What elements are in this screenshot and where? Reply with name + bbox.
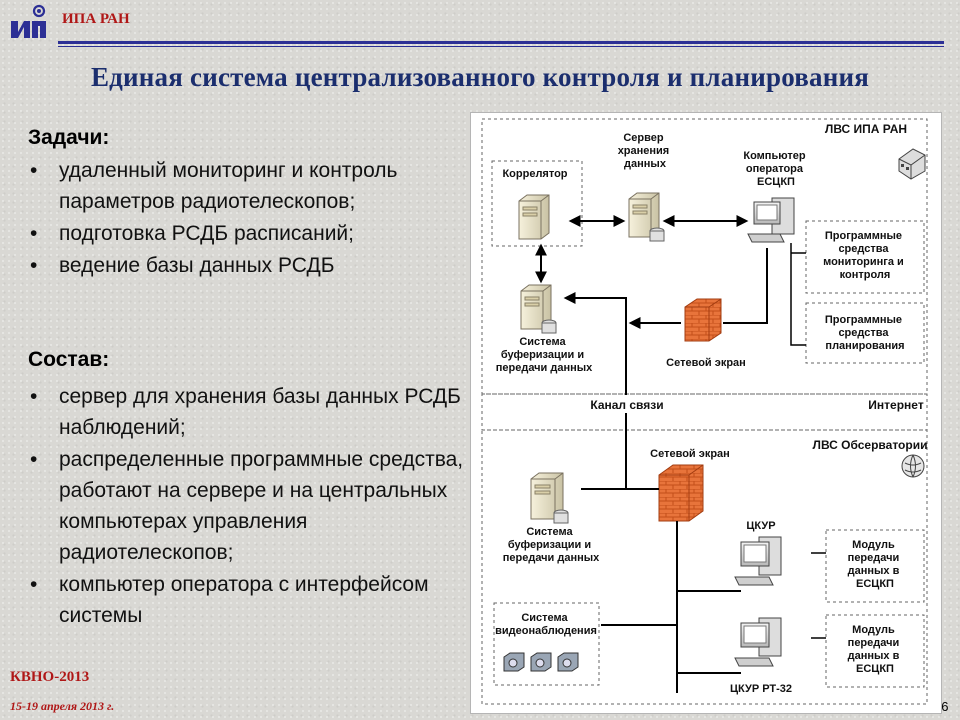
tasks-list: удаленный мониторинг и контроль параметр… (28, 155, 468, 282)
ckur-label: ЦКУР (746, 520, 775, 532)
operator-to-sw-connector (790, 243, 806, 346)
module2-label: Модуль передачи данных в ЕСЦКП (848, 624, 903, 675)
planning-sw-label: Программные средства планирования (825, 314, 905, 352)
ipa-logo (8, 4, 48, 40)
header-rule-thin (58, 46, 944, 47)
composition-heading: Состав: (28, 348, 110, 371)
globe-icon (901, 454, 925, 478)
camera-icon (557, 652, 579, 672)
operator-pc-label: Компьютер оператора ЕСЦКП (743, 150, 808, 188)
event-dates: 15-19 апреля 2013 г. (10, 699, 115, 713)
ckur-pc-icon (734, 536, 782, 586)
internet-label: Интернет (868, 398, 924, 412)
composition-item: распределенные программные средства, раб… (28, 444, 468, 568)
channel-to-firewall-link (625, 437, 659, 490)
monitoring-sw-box (805, 220, 925, 294)
camera-icon (530, 652, 552, 672)
buffer-bottom-server-icon (530, 472, 569, 524)
bottom-bus (601, 521, 741, 693)
hub-icon (898, 148, 926, 180)
ckur-rt32-label: ЦКУР РТ-32 (730, 683, 792, 695)
firewall-bottom-icon (658, 464, 704, 522)
storage-server-icon (628, 192, 665, 242)
correlator-label: Коррелятор (502, 168, 567, 180)
lan-obs-label: ЛВС Обсерватории (813, 438, 928, 452)
channel-label: Канал связи (590, 398, 663, 412)
buffer-top-label: Система буферизации и передачи данных (496, 336, 593, 374)
planning-sw-box (805, 302, 925, 364)
module1-label: Модуль передачи данных в ЕСЦКП (848, 539, 903, 590)
task-item: подготовка РСДБ расписаний; (28, 218, 468, 249)
module1-box (825, 529, 925, 603)
module2-box (825, 614, 925, 688)
event-name: КВНО-2013 (10, 669, 90, 685)
firewall-top-links (631, 248, 768, 323)
firewall-top-icon (684, 298, 722, 342)
slide-title: Единая система централизованного контрол… (90, 62, 870, 92)
tasks-heading: Задачи: (28, 126, 110, 149)
lan-ipa-label: ЛВС ИПА РАН (825, 122, 907, 136)
correlator-server-icon (518, 194, 550, 240)
composition-list: сервер для хранения базы данных РСДБ наб… (28, 381, 468, 632)
camera-icon (503, 652, 525, 672)
operator-pc-icon (747, 197, 795, 243)
firewall-top-label: Сетевой экран (666, 357, 746, 369)
video-box (493, 602, 600, 686)
task-item: удаленный мониторинг и контроль параметр… (28, 155, 468, 217)
internet-zone (481, 393, 928, 431)
firewall-bottom-label: Сетевой экран (650, 448, 730, 460)
composition-item: сервер для хранения базы данных РСДБ наб… (28, 381, 468, 443)
organization-name: ИПА РАН (62, 11, 130, 27)
correlator-box (491, 160, 583, 247)
storage-server-label: Сервер хранения данных (618, 132, 673, 170)
buffer-bottom-label: Система буферизации и передачи данных (503, 526, 600, 564)
lan-obs-zone (481, 429, 928, 705)
header-rule (58, 41, 944, 44)
composition-item: компьютер оператора с интерфейсом систем… (28, 569, 468, 631)
network-diagram: ЛВС ИПА РАН Интернет Канал связи ЛВС Обс… (470, 112, 942, 714)
video-label: Система видеонаблюдения (495, 612, 597, 637)
task-item: ведение базы данных РСДБ (28, 250, 468, 281)
buffer-channel-link (563, 292, 627, 395)
buffer-top-server-icon (520, 284, 557, 334)
ckur-rt32-pc-icon (734, 617, 782, 667)
monitoring-sw-label: Программные средства мониторинга и контр… (823, 230, 907, 281)
